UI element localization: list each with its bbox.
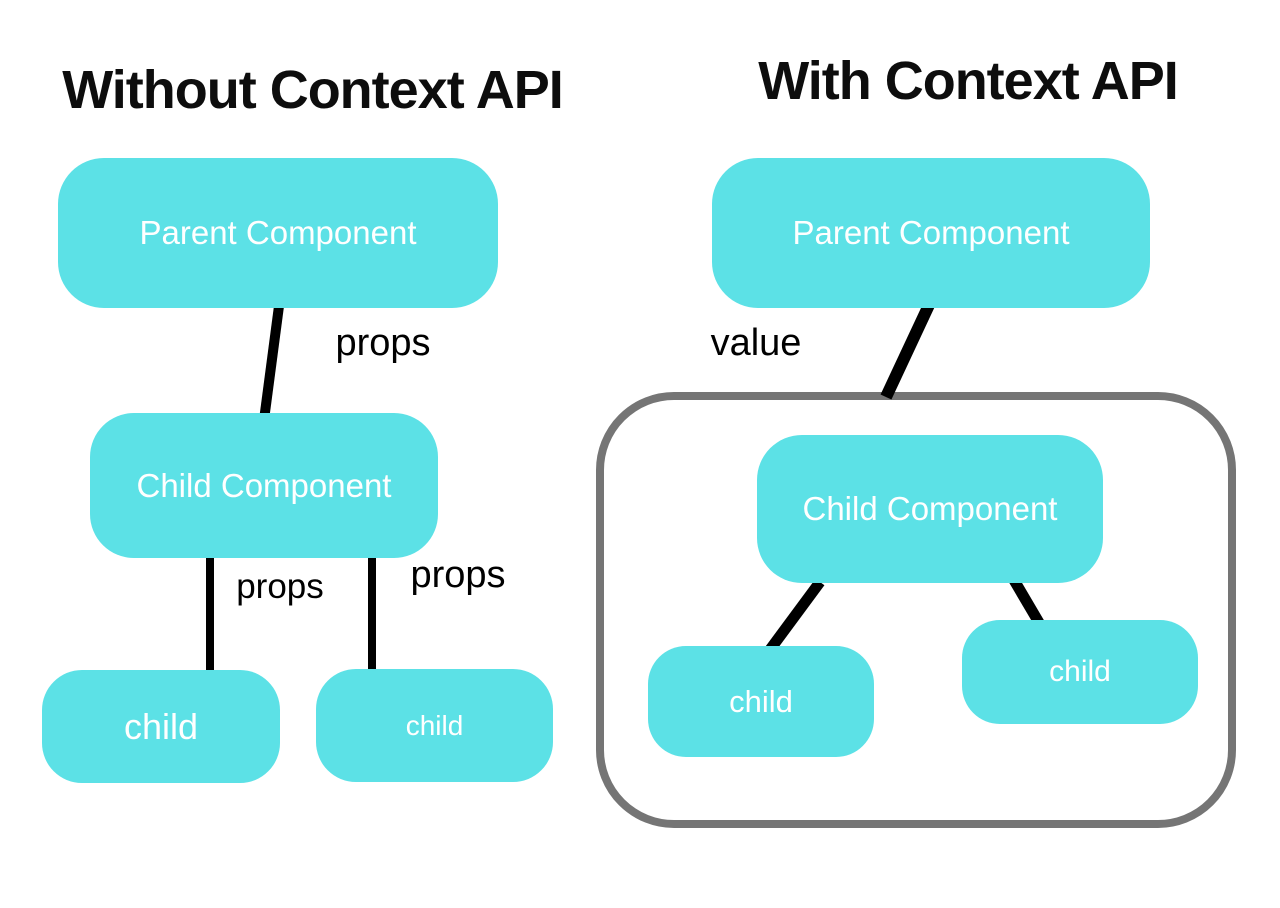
left-panel-title: Without Context API bbox=[62, 60, 563, 120]
right-leaf-child-node-1: child bbox=[648, 646, 874, 757]
edge-right-parent-to-context bbox=[880, 302, 935, 400]
edge-left-parent-to-child bbox=[259, 305, 284, 421]
left-leaf-child-node-1: child bbox=[42, 670, 280, 783]
right-panel-title: With Context API bbox=[758, 51, 1178, 111]
right-parent-component-node: Parent Component bbox=[712, 158, 1150, 308]
context-provider-container bbox=[596, 392, 1236, 828]
right-leaf-child-node-2: child bbox=[962, 620, 1198, 724]
edge-right-child-to-leaf-right bbox=[1006, 572, 1046, 629]
left-parent-component-node: Parent Component bbox=[58, 158, 498, 308]
edge-label-props-leaf-left: props bbox=[236, 567, 324, 606]
edge-label-props-parent-child: props bbox=[335, 322, 431, 364]
right-child-component-node: Child Component bbox=[757, 435, 1103, 583]
edge-right-child-to-leaf-left bbox=[764, 578, 825, 655]
left-child-component-node: Child Component bbox=[90, 413, 438, 558]
left-leaf-child-node-2: child bbox=[316, 669, 553, 782]
edge-label-props-leaf-right: props bbox=[410, 554, 506, 596]
edge-label-value: value bbox=[710, 322, 802, 364]
